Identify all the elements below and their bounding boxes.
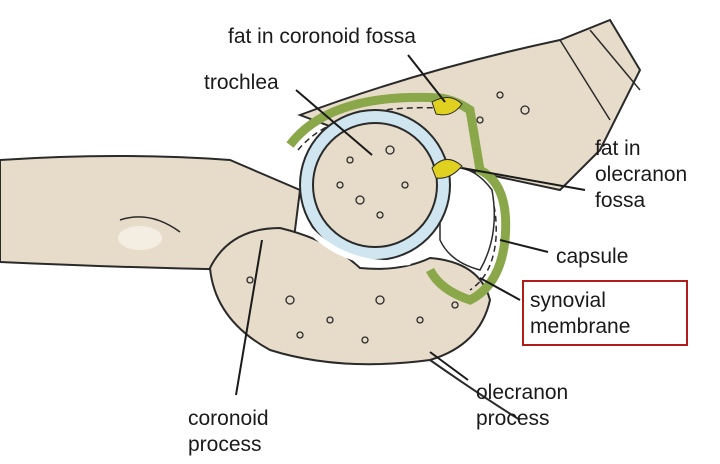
label-synovial-membrane-line1: synovial: [530, 288, 606, 313]
label-fat-in-coronoid-fossa: fat in coronoid fossa: [228, 24, 416, 49]
label-coronoid-process-line1: coronoid: [188, 406, 269, 431]
label-fat-in-olecranon-fossa-line2: olecranon: [595, 162, 687, 187]
label-trochlea: trochlea: [204, 70, 279, 95]
label-olecranon-process-line1: olecranon: [476, 380, 568, 405]
label-fat-in-olecranon-fossa-line1: fat in: [595, 136, 641, 161]
highlight-spot: [118, 226, 162, 250]
label-capsule: capsule: [556, 244, 628, 269]
label-fat-in-olecranon-fossa-line3: fossa: [595, 188, 645, 213]
label-coronoid-process-line2: process: [188, 432, 262, 457]
label-synovial-membrane-line2: membrane: [530, 314, 630, 339]
trochlea-bone: [313, 123, 437, 247]
label-olecranon-process-line2: process: [476, 406, 550, 431]
